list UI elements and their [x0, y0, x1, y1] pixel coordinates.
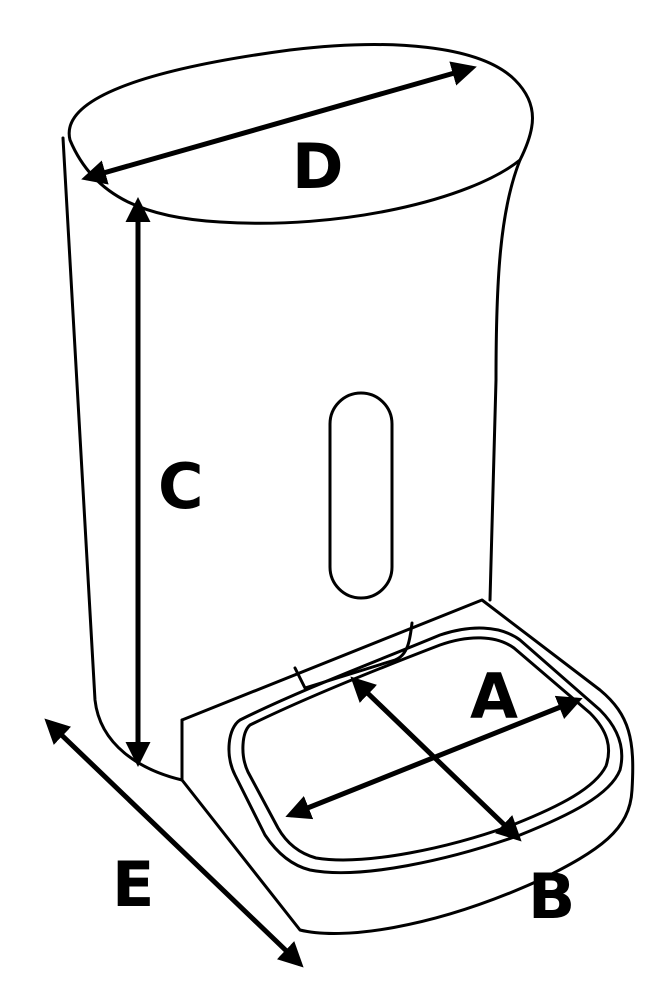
label-b: B [528, 860, 575, 933]
dimension-d-arrow [81, 61, 477, 185]
label-d: D [292, 130, 343, 203]
label-c: C [158, 450, 204, 523]
label-a: A [470, 660, 518, 733]
dimension-b-arrow [350, 676, 522, 842]
dimension-arrows [44, 61, 583, 968]
dimension-e-arrow [44, 718, 304, 968]
label-e: E [112, 848, 154, 921]
